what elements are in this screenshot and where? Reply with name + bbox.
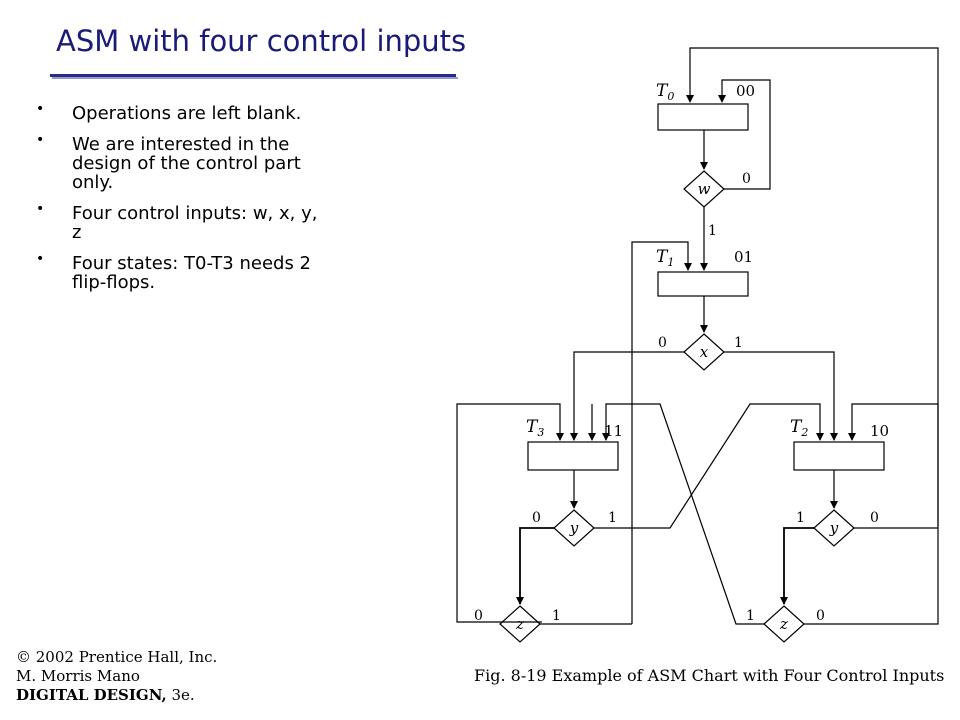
decision-y-left: [553, 509, 595, 547]
book-edition: 3e.: [166, 686, 195, 704]
decision-y-right: [813, 509, 855, 547]
branch-label: 0: [658, 335, 667, 351]
footer-line: M. Morris Mano: [16, 667, 140, 685]
bullet-item: Four states: T0-T3 needs 2 flip-flops.: [36, 250, 326, 292]
branch-label: 1: [552, 608, 561, 624]
flow-lines: [456, 47, 939, 643]
title-underline: [50, 74, 456, 77]
state-code-t3: 11: [604, 422, 623, 440]
state-name-t3: T3: [526, 417, 544, 439]
book-title: DIGITAL DESIGN,: [16, 686, 167, 704]
branch-label: 1: [796, 510, 805, 526]
bullet-item: We are interested in the design of the c…: [36, 131, 326, 192]
state-box-t1: [657, 271, 749, 297]
decision-x: [683, 333, 725, 371]
branch-label: 0: [532, 510, 541, 526]
state-code-t0: 00: [736, 82, 755, 100]
state-box-t3: [527, 441, 619, 471]
input-x: x: [700, 343, 709, 361]
diagram-labels: T0 00 T1 01 T3 11 T2 10 w x y y z z 0 1 …: [474, 81, 944, 685]
branch-label: 1: [746, 608, 755, 624]
input-z-left: z: [515, 615, 524, 633]
state-name-t1: T1: [656, 247, 674, 269]
decision-z-right: [763, 605, 805, 643]
state-box-t2: [793, 441, 885, 471]
bullet-item: Four control inputs: w, x, y, z: [36, 200, 326, 242]
footer-line: © 2002 Prentice Hall, Inc.: [16, 648, 218, 666]
input-w: w: [698, 180, 711, 198]
figure-caption: Fig. 8-19 Example of ASM Chart with Four…: [474, 666, 944, 685]
bullet-list: Operations are left blank. We are intere…: [36, 100, 326, 304]
branch-label: 1: [608, 510, 617, 526]
footer-line: DIGITAL DESIGN, 3e.: [16, 686, 217, 705]
bullet-item: Operations are left blank.: [36, 100, 326, 123]
branch-label: 0: [742, 171, 751, 187]
branch-label: 1: [734, 335, 743, 351]
branch-label: 0: [816, 608, 825, 624]
decision-z-left: [499, 605, 541, 643]
branch-label: 1: [708, 223, 717, 239]
state-code-t1: 01: [734, 248, 753, 266]
state-box-t0: [657, 103, 749, 131]
input-z-right: z: [779, 615, 788, 633]
input-y-right: y: [829, 519, 839, 537]
state-code-t2: 10: [870, 422, 889, 440]
state-name-t0: T0: [656, 81, 674, 103]
slide-title: ASM with four control inputs: [56, 24, 467, 58]
input-y-left: y: [569, 519, 579, 537]
copyright-footer: © 2002 Prentice Hall, Inc. M. Morris Man…: [16, 648, 217, 705]
branch-label: 0: [474, 608, 483, 624]
state-name-t2: T2: [790, 417, 808, 439]
branch-label: 0: [870, 510, 879, 526]
title-underline-shadow: [52, 77, 458, 79]
